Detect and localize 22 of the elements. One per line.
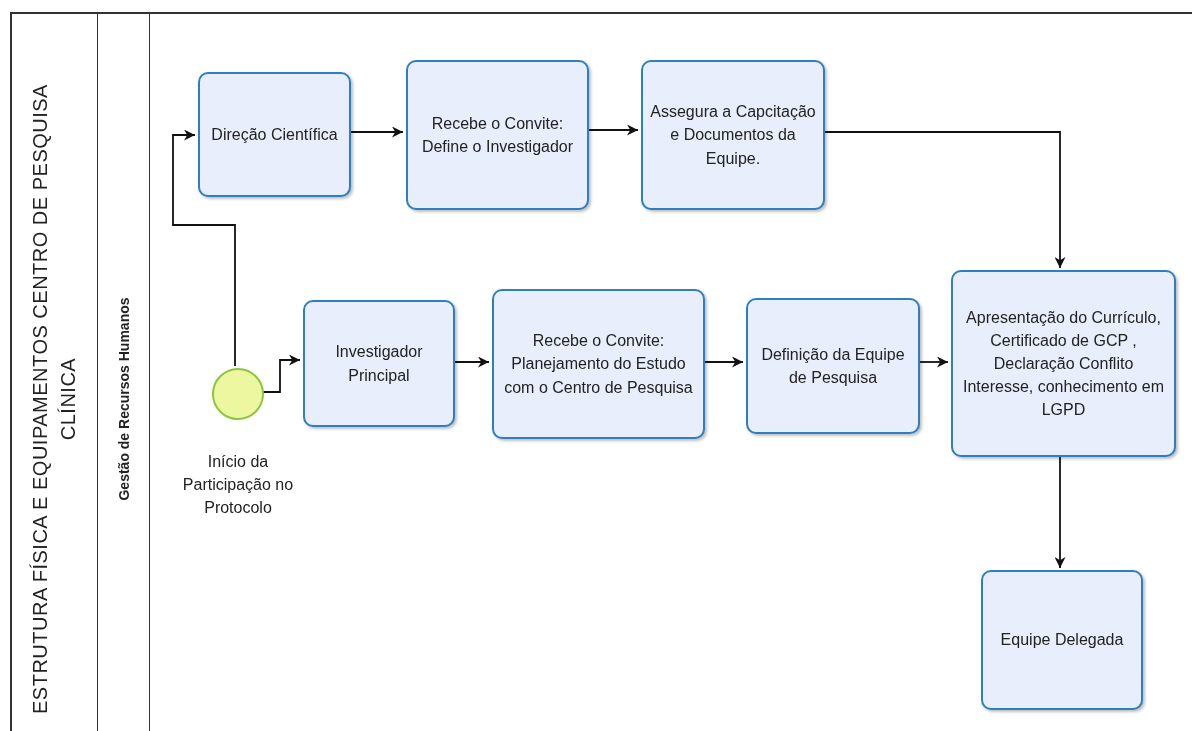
lane-title: Gestão de Recursos Humanos <box>116 295 132 503</box>
process-box <box>981 570 1143 710</box>
box-text: Assegura a Capcitação e Documentos da Equipe. <box>649 102 817 169</box>
process-box <box>641 60 825 210</box>
process-box <box>951 270 1176 457</box>
box-text: Apresentação do Currículo, Certificado de GCP , Declaração Conflito Interesse, conhecimento em LGPD <box>962 307 1165 421</box>
process-box <box>198 72 351 197</box>
arrow <box>1054 454 1066 569</box>
box-text: Direção Científica <box>211 124 338 145</box>
box-text: Recebe o Convite: Define o Investigador <box>420 113 575 157</box>
box-text: Equipe Delegada <box>1000 630 1124 651</box>
process-box <box>746 298 920 434</box>
process-box <box>406 60 589 210</box>
process-box <box>303 300 455 427</box>
box-text: Definição da Equipe de Pesquisa <box>760 344 906 388</box>
event-caption: Início da Participação no Protocolo <box>181 452 295 519</box>
pool-title: ESTRUTURA FÍSICA E EQUIPAMENTOS CENTRO DE PESQUISA CLÍNICA <box>28 82 80 716</box>
arrow <box>172 129 236 367</box>
start-event-circle <box>212 368 264 420</box>
box-text: Investigador Principal <box>334 342 424 386</box>
process-box <box>492 289 705 439</box>
box-text: Recebe o Convite: Planejamento do Estudo com o Centro de Pesquisa <box>503 331 694 398</box>
